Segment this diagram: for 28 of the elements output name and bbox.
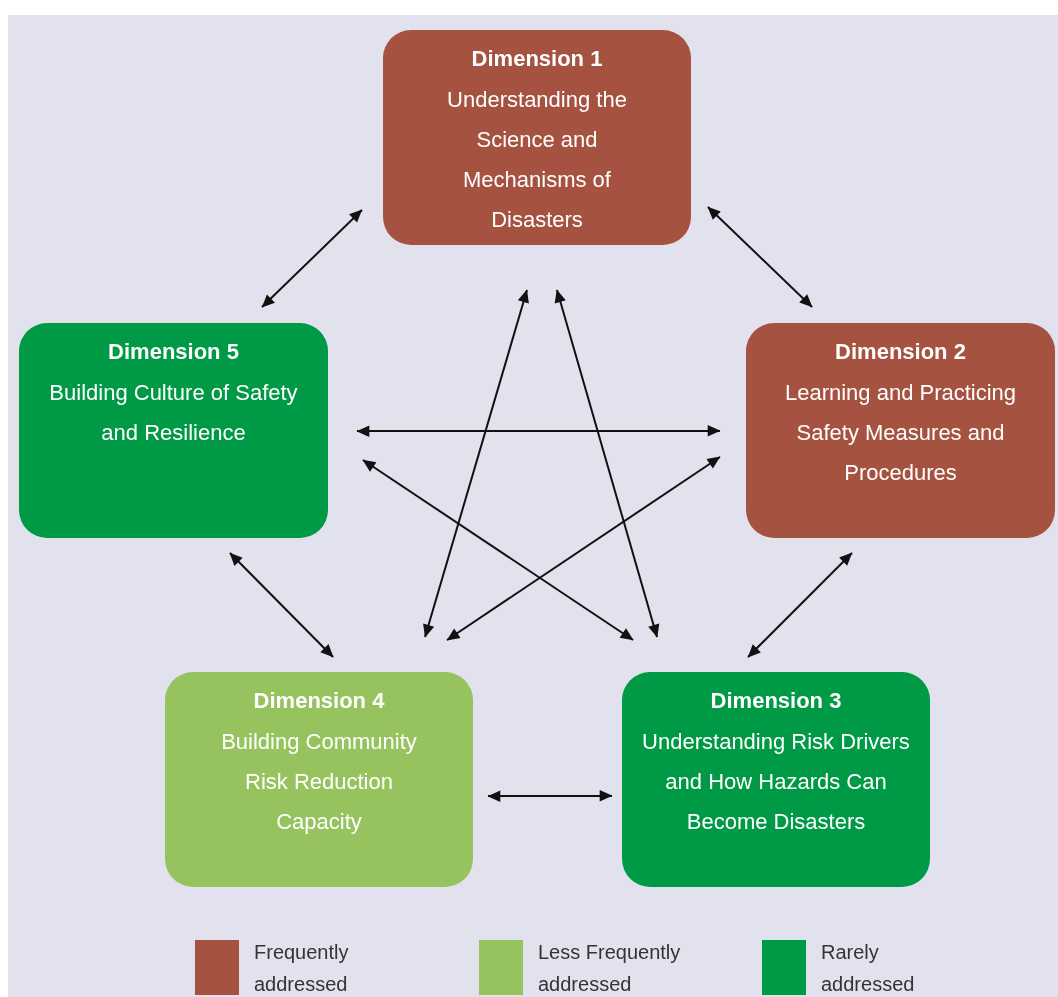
legend-label: Frequently addressed — [254, 940, 350, 997]
dimension-box — [165, 672, 473, 887]
dimension-description: Understanding Risk Drivers and How Hazards Can Become Disasters — [642, 728, 910, 836]
dimension-box — [19, 323, 328, 538]
dimension-title: Dimension 5 — [108, 339, 239, 365]
dimension-title: Dimension 3 — [710, 688, 842, 714]
double-arrow — [707, 206, 813, 308]
dimension-title: Dimension 4 — [253, 688, 385, 714]
legend-label: Rarely addressed — [821, 940, 916, 997]
dimension-box — [622, 672, 930, 887]
double-arrow — [356, 425, 721, 437]
double-arrow — [229, 552, 334, 658]
dimension-box — [746, 323, 1055, 538]
dimension-description: Building Community Risk Reduction Capacity — [220, 728, 418, 836]
double-arrow — [261, 209, 363, 308]
legend-label: Less Frequently addressed — [538, 940, 682, 997]
double-arrow — [362, 459, 634, 641]
double-arrow — [487, 790, 613, 802]
double-arrow — [446, 456, 721, 641]
double-arrow — [423, 289, 529, 638]
double-arrow — [554, 289, 660, 638]
dimension-title: Dimension 2 — [835, 339, 966, 365]
dimension-description: Understanding the Science and Mechanisms of Disasters — [447, 86, 627, 234]
double-arrow — [747, 552, 853, 658]
dimension-box — [383, 30, 691, 245]
dimension-title: Dimension 1 — [471, 46, 603, 72]
dimension-description: Building Culture of Safety and Resilience — [48, 379, 299, 447]
dimension-description: Learning and Practicing Safety Measures and Procedures — [783, 379, 1018, 487]
